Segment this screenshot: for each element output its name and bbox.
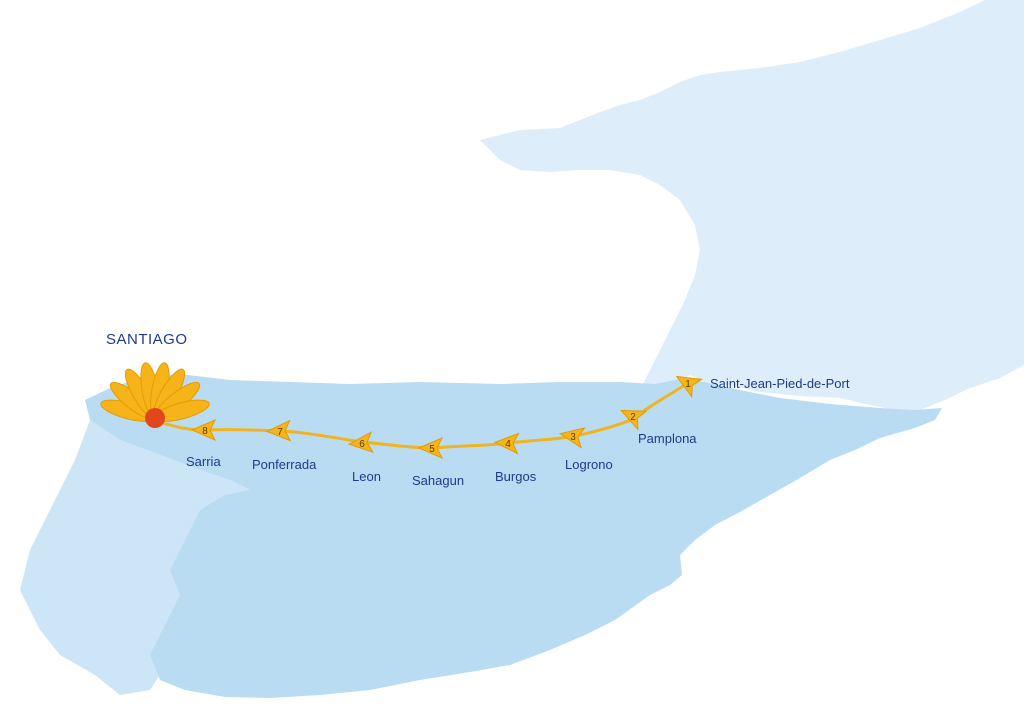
stage-marker-8[interactable]: 8 (190, 418, 217, 442)
arrow-marker-icon (265, 419, 292, 442)
city-label-sarria[interactable]: Sarria (186, 454, 221, 469)
city-label-burgos[interactable]: Burgos (495, 469, 537, 484)
stage-marker-6[interactable]: 6 (347, 431, 374, 454)
arrow-marker-icon (620, 409, 648, 431)
stage-marker-4[interactable]: 4 (493, 432, 520, 455)
stage-number: 8 (202, 426, 208, 437)
city-label-sahagun[interactable]: Sahagun (412, 473, 465, 488)
arrow-marker-icon (190, 418, 217, 442)
city-label-pamplona[interactable]: Pamplona (638, 431, 697, 446)
spain-landmass (85, 374, 942, 698)
scallop-shell-icon (100, 362, 210, 428)
arrow-marker-icon (417, 436, 444, 460)
stage-number: 7 (277, 427, 283, 438)
stage-number: 1 (685, 379, 691, 390)
shell-center (145, 408, 165, 428)
arrow-marker-icon (675, 375, 704, 399)
arrow-marker-icon (347, 431, 374, 454)
stage-marker-3[interactable]: 3 (558, 424, 586, 449)
stage-number: 5 (429, 444, 435, 455)
stage-number: 6 (359, 439, 365, 450)
stage-number: 4 (505, 439, 511, 450)
destination-label[interactable]: SANTIAGO (106, 331, 188, 348)
stage-marker-1[interactable]: 1 (672, 368, 704, 399)
city-label-saint-jean[interactable]: Saint-Jean-Pied-de-Port (710, 376, 850, 391)
stage-marker-2[interactable]: 2 (617, 401, 648, 431)
portugal-landmass (20, 420, 250, 695)
city-label-leon[interactable]: Leon (352, 469, 381, 484)
stage-number: 2 (630, 412, 636, 423)
arrow-marker-icon (558, 427, 586, 449)
arrow-marker-icon (493, 432, 520, 455)
stage-marker-7[interactable]: 7 (265, 419, 292, 442)
city-label-ponferrada[interactable]: Ponferrada (252, 457, 317, 472)
stage-marker-5[interactable]: 5 (417, 436, 444, 460)
france-landmass (480, 0, 1024, 410)
stage-number: 3 (570, 432, 576, 443)
city-label-logrono[interactable]: Logrono (565, 457, 613, 472)
